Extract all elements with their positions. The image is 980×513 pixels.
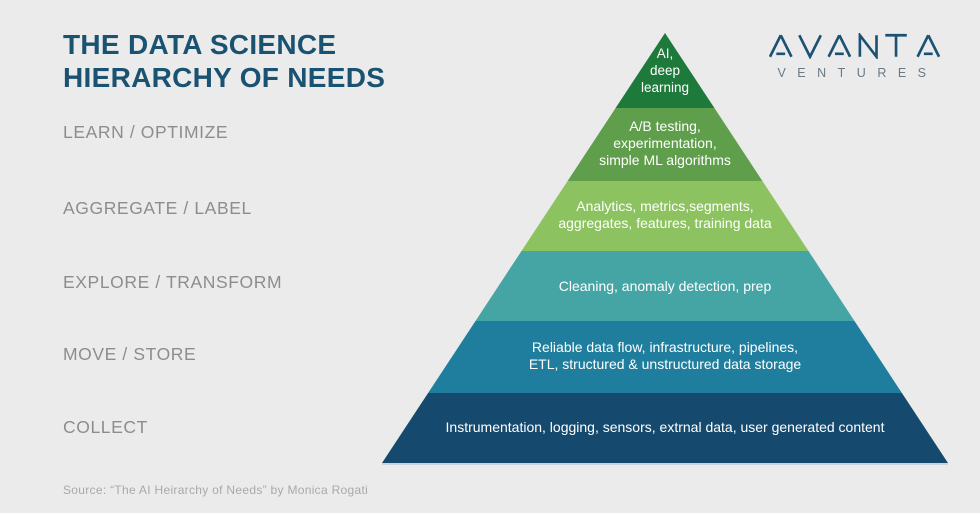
- level2-line3: simple ML algorithms: [599, 152, 731, 168]
- pyramid-level-collect: [382, 393, 948, 463]
- side-label-learn-optimize: LEARN / OPTIMIZE: [63, 122, 229, 142]
- level2-line1: A/B testing,: [629, 118, 701, 134]
- pyramid-level-ai-deep-learning: [615, 33, 715, 108]
- level5-line1: Reliable data flow, infrastructure, pipe…: [532, 339, 798, 355]
- level3-line2: aggregates, features, training data: [558, 215, 771, 231]
- page-title: THE DATA SCIENCE HIERARCHY OF NEEDS: [63, 28, 385, 94]
- pyramid-base-shadow: [382, 463, 948, 465]
- side-label-explore-transform: EXPLORE / TRANSFORM: [63, 272, 283, 292]
- pyramid-level-learn-optimize: [567, 108, 763, 181]
- avanta-wordmark-icon: [768, 33, 940, 59]
- side-label-move-store: MOVE / STORE: [63, 344, 197, 364]
- side-label-collect: COLLECT: [63, 417, 148, 437]
- level4-line1: Cleaning, anomaly detection, prep: [559, 278, 772, 294]
- level5-line2: ETL, structured & unstructured data stor…: [529, 356, 802, 372]
- level3-line1: Analytics, metrics,segments,: [576, 198, 753, 214]
- side-label-aggregate-label: AGGREGATE / LABEL: [63, 198, 252, 218]
- level6-line1: Instrumentation, logging, sensors, extrn…: [446, 419, 885, 435]
- level2-line2: experimentation,: [613, 135, 717, 151]
- avanta-ventures-logo: VENTURES: [768, 33, 941, 80]
- page-title-line1: THE DATA SCIENCE: [63, 29, 337, 60]
- source-attribution: Source: “The AI Heirarchy of Needs” by M…: [63, 483, 369, 497]
- level1-line3: learning: [641, 80, 689, 95]
- pyramid-level-explore-transform: [475, 251, 855, 321]
- pyramid-level-move-store: [428, 321, 902, 393]
- pyramid-level-aggregate-label: [521, 181, 809, 251]
- ventures-label: VENTURES: [777, 66, 938, 80]
- level1-line2: deep: [650, 63, 680, 78]
- page-title-line2: HIERARCHY OF NEEDS: [63, 62, 386, 94]
- level1-line1: AI,: [657, 46, 674, 61]
